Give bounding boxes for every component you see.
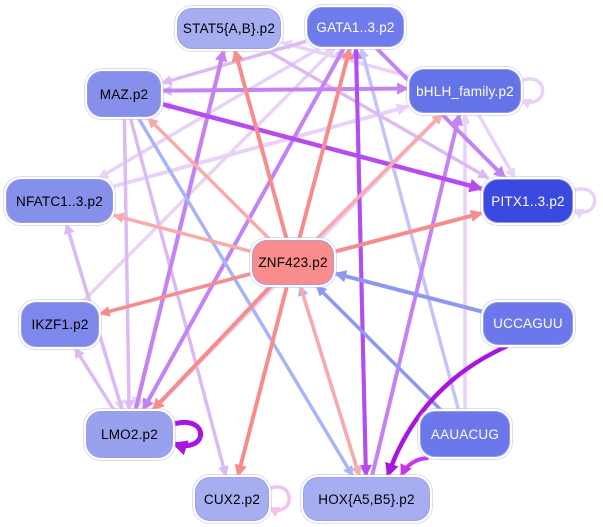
edge-MAZ-CUX2 <box>128 117 229 478</box>
edge-AAUACUG-GATA <box>358 46 461 411</box>
node-CUX2[interactable]: CUX2.p2 <box>195 477 269 521</box>
node-NFATC[interactable]: NFATC1..3.p2 <box>6 179 113 223</box>
node-label-CUX2: CUX2.p2 <box>203 491 261 507</box>
node-label-GATA: GATA1..3.p2 <box>316 19 395 35</box>
edge-ZNF423-HOX <box>298 285 362 478</box>
node-PITX[interactable]: PITX1..3.p2 <box>483 179 573 223</box>
node-label-AAUACUG: AAUACUG <box>430 426 500 442</box>
edge-ZNF423-bHLH <box>315 112 444 241</box>
node-AAUACUG[interactable]: AAUACUG <box>420 411 510 457</box>
node-ZNF423[interactable]: ZNF423.p2 <box>252 240 334 285</box>
edge-ZNF423-CUX2 <box>234 285 289 478</box>
node-bHLH[interactable]: bHLH_family.p2 <box>409 69 521 113</box>
edge-MAZ-bHLH <box>161 82 410 95</box>
edge-bHLH-PITX <box>476 113 517 179</box>
edge-LMO2-LMO2 <box>171 420 204 456</box>
edge-ZNF423-NFATC <box>112 212 252 254</box>
edge-bHLH-bHLH <box>519 77 545 109</box>
edge-AAUACUG-HOX <box>399 456 429 478</box>
node-label-MAZ: MAZ.p2 <box>99 86 149 102</box>
node-label-UCCAGUU: UCCAGUU <box>493 316 563 331</box>
edge-GATA-LMO2 <box>141 47 346 412</box>
node-LMO2[interactable]: LMO2.p2 <box>86 411 173 458</box>
node-label-NFATC: NFATC1..3.p2 <box>16 193 103 209</box>
node-HOX[interactable]: HOX{A5,B5}.p2 <box>303 477 430 521</box>
edge-AAUACUG-ZNF423 <box>315 284 443 412</box>
edge-ZNF423-IKZF1 <box>98 271 252 317</box>
node-IKZF1[interactable]: IKZF1.p2 <box>21 302 99 347</box>
node-label-STAT5: STAT5{A,B}.p2 <box>182 21 276 36</box>
node-label-HOX: HOX{A5,B5}.p2 <box>318 491 415 507</box>
edge-CUX2-CUX2 <box>267 485 291 517</box>
edge-ZNF423-STAT5 <box>231 48 289 240</box>
edge-PITX-PITX <box>571 187 597 219</box>
node-STAT5[interactable]: STAT5{A,B}.p2 <box>177 8 281 49</box>
edge-LMO2-STAT5 <box>133 48 228 411</box>
node-MAZ[interactable]: MAZ.p2 <box>87 71 161 117</box>
edge-ZNF423-GATA <box>297 46 354 240</box>
edge-UCCAGUU-ZNF423 <box>333 270 483 314</box>
edge-ZNF423-MAZ <box>146 116 271 241</box>
edge-ZNF423-PITX <box>334 209 484 254</box>
node-UCCAGUU[interactable]: UCCAGUU <box>483 302 573 345</box>
node-label-IKZF1: IKZF1.p2 <box>31 317 89 332</box>
edge-LMO2-IKZF1 <box>73 347 116 411</box>
node-GATA[interactable]: GATA1..3.p2 <box>307 7 404 47</box>
edge-GATA-HOX <box>353 47 372 478</box>
edge-ZNF423-LMO2 <box>151 284 273 412</box>
edge-UCCAGUU-HOX <box>385 343 509 478</box>
edge-MAZ-HOX <box>136 117 355 477</box>
node-label-bHLH: bHLH_family.p2 <box>416 83 514 99</box>
edge-MAZ-LMO2 <box>122 117 135 412</box>
node-label-LMO2: LMO2.p2 <box>101 427 158 442</box>
node-label-PITX: PITX1..3.p2 <box>491 193 565 209</box>
node-label-ZNF423: ZNF423.p2 <box>258 255 328 270</box>
